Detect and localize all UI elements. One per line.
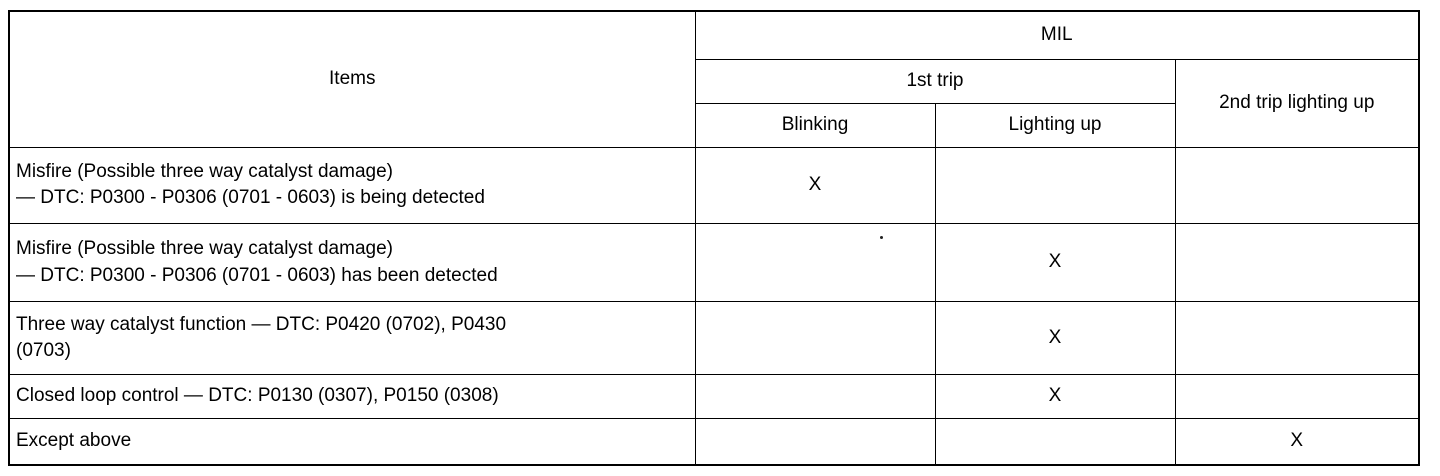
lighting-up-cell (934, 146, 1176, 224)
item-text-line: Closed loop control — DTC: P0130 (0307),… (16, 385, 499, 407)
blinking-cell: X (694, 146, 936, 224)
item-text-line: Except above (16, 430, 132, 452)
table-row: Misfire (Possible three way catalyst dam… (8, 222, 1420, 303)
items-header: Items (8, 10, 696, 148)
blinking-cell (694, 418, 936, 466)
second-trip-cell: X (1174, 418, 1420, 466)
table-row: Misfire (Possible three way catalyst dam… (8, 146, 1420, 224)
second-trip-header: 2nd trip lighting up (1174, 58, 1420, 148)
item-text-line: (0703) (16, 340, 71, 362)
blinking-header: Blinking (694, 102, 936, 148)
item-text-line: — DTC: P0300 - P0306 (0701 - 0603) has b… (16, 264, 498, 286)
first-trip-header: 1st trip (694, 58, 1176, 104)
item-text-line: Misfire (Possible three way catalyst dam… (16, 238, 393, 260)
item-cell: Three way catalyst function — DTC: P0420… (8, 301, 696, 375)
second-trip-cell (1174, 373, 1420, 420)
item-text-line: Three way catalyst function — DTC: P0420… (16, 313, 507, 335)
item-cell: Misfire (Possible three way catalyst dam… (8, 146, 696, 224)
item-cell: Closed loop control — DTC: P0130 (0307),… (8, 373, 696, 420)
item-text-line: Misfire (Possible three way catalyst dam… (16, 160, 393, 182)
second-trip-cell (1174, 301, 1420, 375)
lighting-up-cell: X (934, 301, 1176, 375)
blinking-cell (694, 301, 936, 375)
table-row: Three way catalyst function — DTC: P0420… (8, 301, 1420, 375)
lighting-up-cell: X (934, 222, 1176, 303)
table-row: Closed loop control — DTC: P0130 (0307),… (8, 373, 1420, 420)
table-row: Except above X (8, 418, 1420, 466)
lighting-up-header: Lighting up (934, 102, 1176, 148)
item-cell: Except above (8, 418, 696, 466)
blinking-cell (694, 222, 936, 303)
mil-table-container: Items MIL 1st trip 2nd trip lighting up … (8, 10, 1420, 466)
mil-header: MIL (694, 10, 1420, 60)
scan-speck (880, 236, 883, 239)
lighting-up-cell (934, 418, 1176, 466)
lighting-up-cell: X (934, 373, 1176, 420)
item-text-line: — DTC: P0300 - P0306 (0701 - 0603) is be… (16, 187, 485, 209)
mil-illumination-table: Items MIL 1st trip 2nd trip lighting up … (8, 10, 1420, 466)
blinking-cell (694, 373, 936, 420)
item-cell: Misfire (Possible three way catalyst dam… (8, 222, 696, 303)
second-trip-cell (1174, 146, 1420, 224)
second-trip-cell (1174, 222, 1420, 303)
